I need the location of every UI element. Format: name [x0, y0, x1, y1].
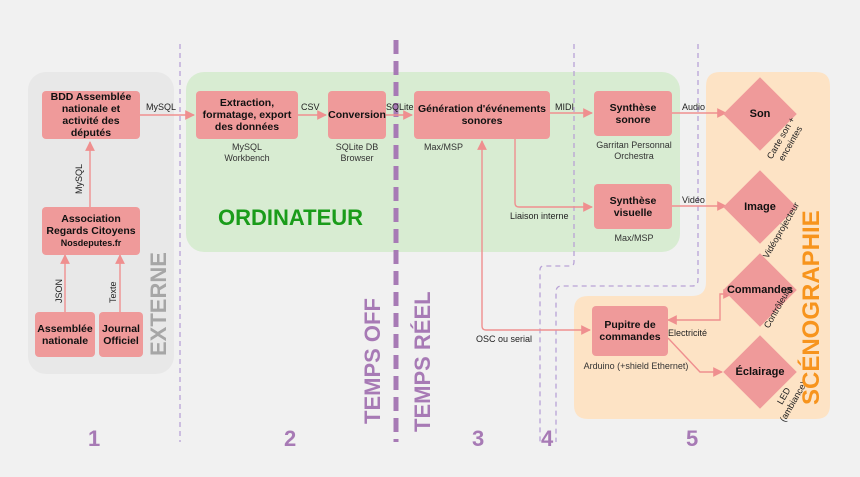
node-bdd: BDD Assemblée nationale et activité des …: [42, 91, 140, 139]
edge-label-json: JSON: [54, 278, 64, 303]
caption-garritan: Garritan Personnal Orchestra: [596, 140, 672, 161]
zone-title-externe: EXTERNE: [146, 252, 171, 356]
node-journal: Journal Officiel: [99, 312, 143, 357]
edge-label-video: Vidéo: [682, 195, 705, 205]
zone-title-temps-off: TEMPS OFF: [360, 298, 385, 424]
node-conversion: Conversion: [328, 91, 386, 139]
caption-mysql-workbench: MySQL Workbench: [224, 142, 270, 163]
caption-sqlite-db: SQLite DB Browser: [335, 142, 379, 163]
zone-title-scenographie: SCÉNOGRAPHIE: [798, 210, 825, 405]
edge-label-texte: Texte: [108, 281, 118, 303]
edge-label-mysql: MySQL: [146, 102, 177, 112]
section-number-3: 3: [472, 426, 485, 451]
node-extraction: Extraction, formatage, export des donnée…: [196, 91, 298, 139]
edge-label-osc: OSC ou serial: [476, 334, 533, 344]
node-association: Association Regards Citoyens Nosdeputes.…: [42, 207, 140, 255]
node-image: Image: [744, 201, 776, 213]
section-number-4: 4: [541, 426, 554, 451]
edge-label-sqlite: SQLite: [386, 102, 414, 112]
caption-maxmsp-visuelle: Max/MSP: [614, 233, 654, 243]
node-assemblee: Assemblée nationale: [35, 312, 95, 357]
edge-label-audio: Audio: [682, 102, 706, 112]
node-generation: Génération d'événements sonores: [414, 91, 550, 139]
node-association-sub: Nosdeputes.fr: [60, 238, 122, 248]
section-number-2: 2: [284, 426, 297, 451]
zone-title-temps-reel: TEMPS RÉEL: [410, 291, 435, 432]
node-synth-visuelle: Synthèse visuelle: [594, 184, 672, 229]
section-number-1: 1: [88, 426, 101, 451]
node-synth-sonore: Synthèse sonore: [594, 91, 672, 136]
edge-label-electricite: Electricité: [668, 328, 708, 338]
node-pupitre: Pupitre de commandes: [592, 306, 668, 356]
zone-title-ordinateur: ORDINATEUR: [218, 205, 364, 230]
node-son: Son: [749, 108, 771, 120]
caption-arduino: Arduino (+shield Ethernet): [583, 361, 689, 371]
node-eclairage: Éclairage: [735, 366, 785, 378]
edge-label-midi: MIDI: [555, 102, 574, 112]
caption-maxmsp-generation: Max/MSP: [424, 142, 464, 152]
edge-label-mysql-vertical: MySQL: [74, 163, 84, 194]
edge-label-csv: CSV: [301, 102, 320, 112]
edge-label-liaison: Liaison interne: [510, 211, 569, 221]
node-commandes: Commandes: [726, 284, 794, 296]
section-number-5: 5: [686, 426, 699, 451]
